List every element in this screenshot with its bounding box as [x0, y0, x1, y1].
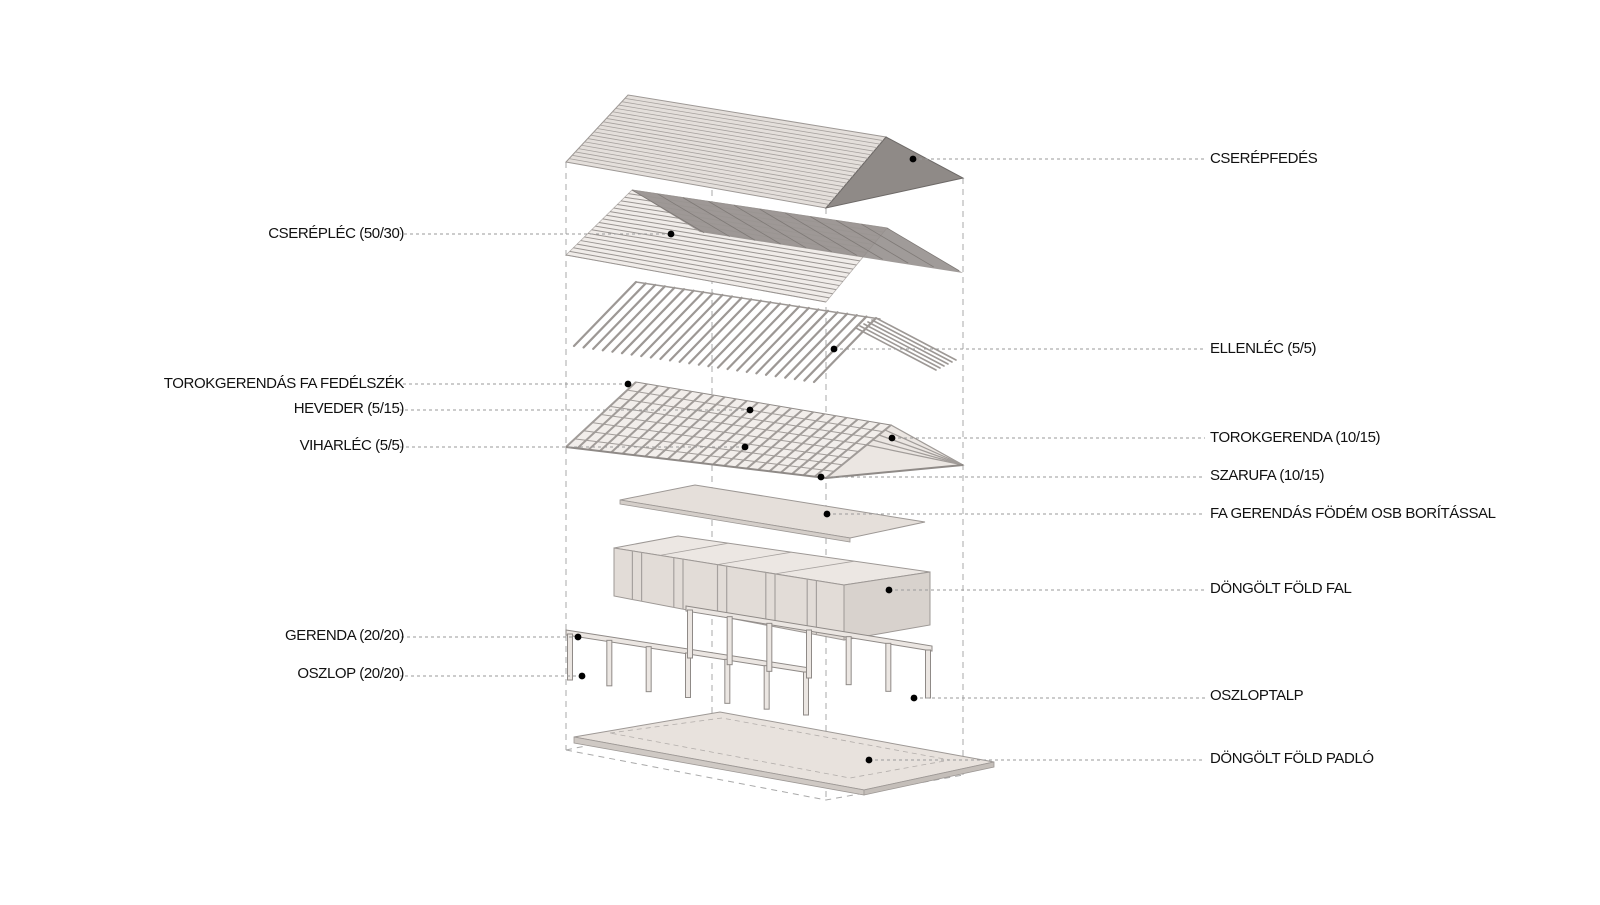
- label-barge-board: VIHARLÉC (5/5): [299, 437, 405, 454]
- label-timber-floor: FA GERENDÁS FÖDÉM OSB BORÍTÁSSAL: [1210, 505, 1496, 522]
- tile-battens-layer: [565, 189, 963, 303]
- label-rammed-earth-floor: DÖNGÖLT FÖLD PADLÓ: [1210, 750, 1374, 767]
- label-rammed-earth-wall: DÖNGÖLT FÖLD FAL: [1210, 580, 1352, 597]
- label-beam: GERENDA (20/20): [284, 627, 404, 644]
- roof-truss-layer: [564, 381, 965, 480]
- label-tile-battens: CSERÉPLÉC (50/30): [268, 225, 404, 242]
- beams-columns-layer: [565, 605, 933, 716]
- roof-tiles-layer: [565, 94, 965, 209]
- label-collar-beam-roof-structure: TOROKGERENDÁS FA FEDÉLSZÉK: [163, 375, 405, 392]
- rammed-earth-walls-layer: [613, 535, 931, 641]
- label-strap: HEVEDER (5/15): [293, 400, 405, 417]
- label-column: OSZLOP (20/20): [297, 665, 404, 682]
- counter-battens-layer: [572, 280, 957, 384]
- label-rafter: SZARUFA (10/15): [1210, 467, 1325, 484]
- label-collar-beam: TOROKGERENDA (10/15): [1210, 429, 1381, 446]
- label-counter-battens: ELLENLÉC (5/5): [1210, 340, 1317, 357]
- rammed-earth-floor-layer: [573, 711, 995, 796]
- label-column-base: OSZLOPTALP: [1210, 687, 1304, 704]
- label-roof-tiles: CSERÉPFEDÉS: [1210, 150, 1318, 167]
- floor-slab-layer: [619, 484, 926, 543]
- leader-lines: [400, 155, 1205, 764]
